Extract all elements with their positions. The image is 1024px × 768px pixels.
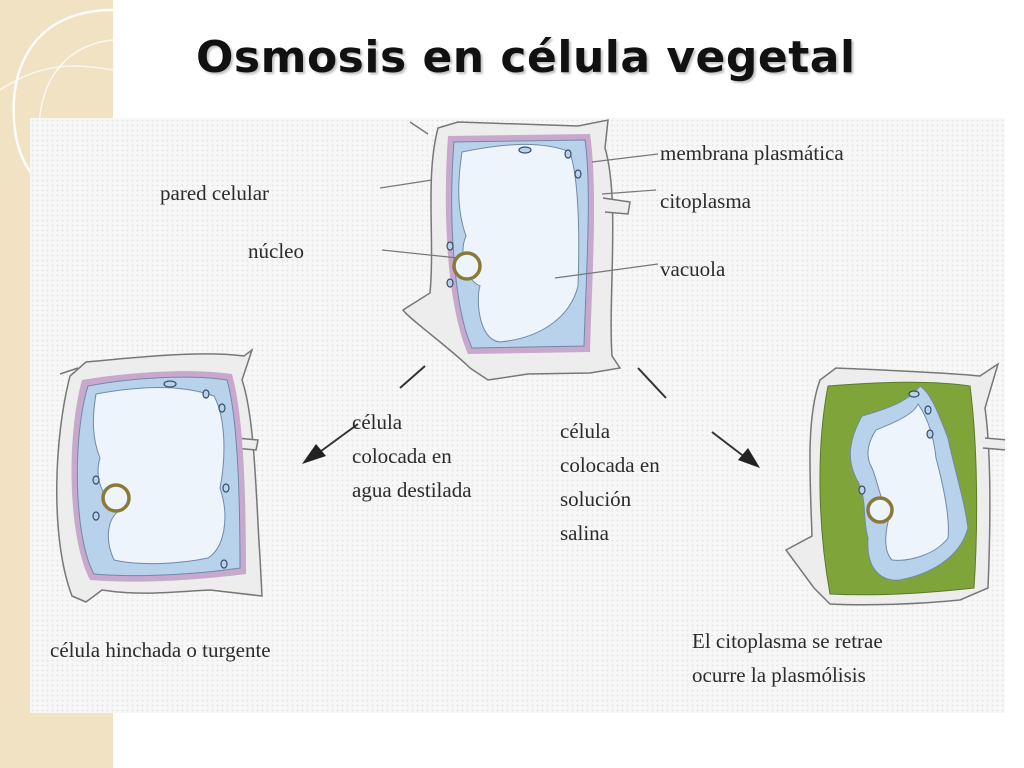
osmosis-diagram: membrana plasmática pared celular citopl… [30,118,1005,713]
turgid-cell [56,347,263,603]
arrow-label-saline: célula colocada en solución salina [560,414,660,550]
cell-illustrations [56,119,1005,606]
arrow-label-distilled: célula colocada en agua destilada [352,405,472,507]
caption-turgid: célula hinchada o turgente [50,638,271,662]
caption-line: ocurre la plasmólisis [692,663,866,687]
plasmolysed-cell [784,362,1005,606]
slide-title: Osmosis en célula vegetal [196,32,856,83]
leader-lines [379,153,659,279]
arrow-to-plasmolysed [637,367,760,468]
label-membrana: membrana plasmática [660,141,844,165]
label-citoplasma: citoplasma [660,189,751,213]
top-cell [401,119,631,381]
arrow-label-line: agua destilada [352,478,472,502]
arrow-label-line: solución [560,487,632,511]
label-vacuola: vacuola [660,257,726,281]
arrow-to-turgid [302,365,426,464]
arrow-label-line: colocada en [560,453,660,477]
arrow-label-line: salina [560,521,609,545]
label-nucleo: núcleo [248,239,304,263]
caption-line: El citoplasma se retrae [692,629,883,653]
arrow-label-line: colocada en [352,444,452,468]
label-pared: pared celular [160,181,270,205]
arrow-label-line: célula [560,419,611,443]
arrow-label-line: célula [352,410,403,434]
caption-plasmolysis: El citoplasma se retrae ocurre la plasmó… [692,624,883,692]
